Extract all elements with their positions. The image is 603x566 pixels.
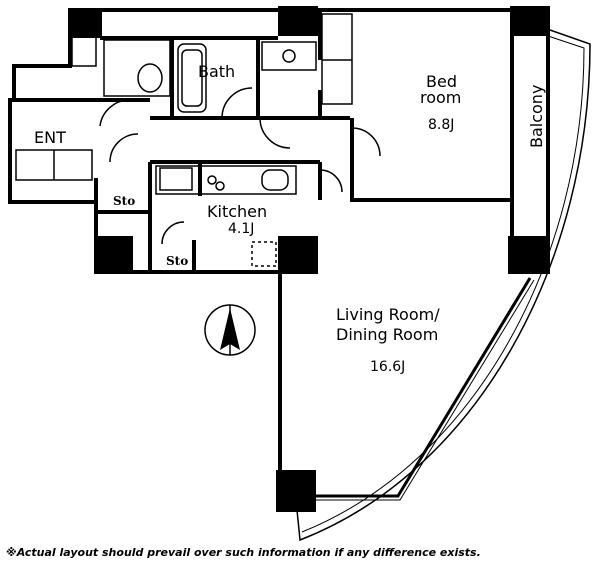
toilet <box>137 63 163 93</box>
wall-column <box>95 236 133 274</box>
door-swing <box>221 87 253 119</box>
bedroom-size: 8.8J <box>428 117 455 133</box>
closet <box>71 11 97 67</box>
stove <box>159 167 193 191</box>
north-arrow-icon <box>220 308 240 350</box>
kitchen-counter <box>155 165 297 195</box>
balcony-rail <box>295 29 591 542</box>
storage-label: Sto <box>166 254 189 268</box>
door-swing <box>99 99 131 127</box>
footnote: ※Actual layout should prevail over such … <box>6 546 481 559</box>
living-label-line1: Living Room/ <box>336 305 440 324</box>
door-swing <box>109 133 139 163</box>
balcony-label: Balcony <box>527 84 546 148</box>
bedroom-label-line2: room <box>420 88 462 107</box>
closet <box>321 13 353 105</box>
wall-column <box>278 236 318 274</box>
door-swing <box>351 127 381 157</box>
kitchen-size: 4.1J <box>228 221 255 237</box>
bath-label: Bath <box>198 62 236 81</box>
bathtub <box>177 43 207 113</box>
bedroom-label-line1: Bed <box>426 72 457 91</box>
kitchen-label: Kitchen <box>207 202 268 221</box>
living-size: 16.6J <box>370 359 406 375</box>
door-swing <box>319 169 343 193</box>
window <box>316 277 532 498</box>
door-swing <box>259 117 291 149</box>
door-swing <box>161 221 185 245</box>
washbasin <box>261 41 317 71</box>
sink <box>261 169 289 191</box>
fridge <box>251 241 277 267</box>
wall-column <box>508 236 550 274</box>
entrance-label: ENT <box>34 128 66 147</box>
storage-label: Sto <box>113 194 136 208</box>
living-label-line2: Dining Room <box>336 325 439 344</box>
